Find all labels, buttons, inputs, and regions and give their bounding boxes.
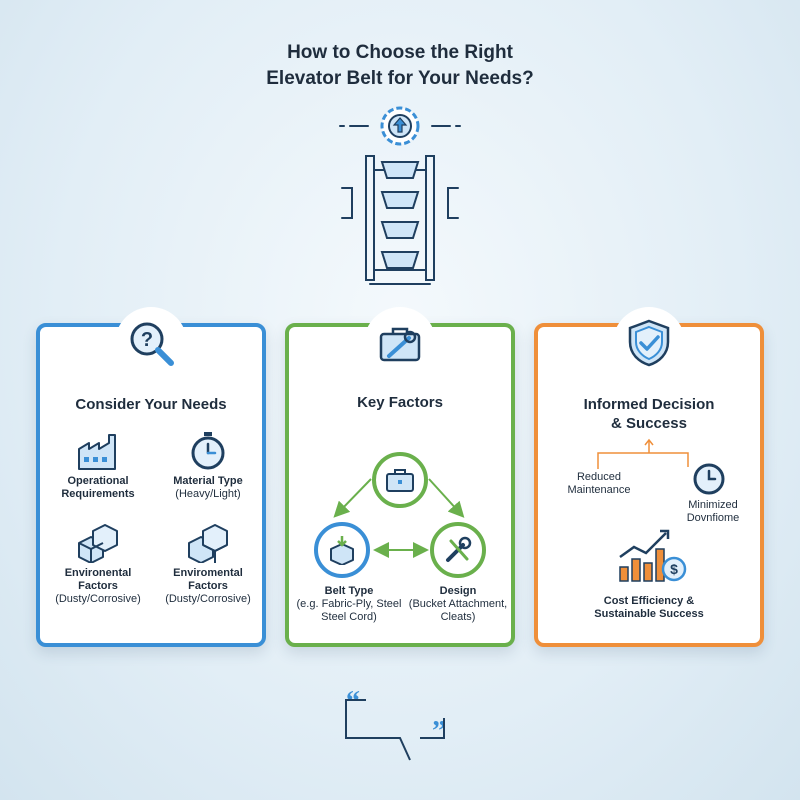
- design-circle: [430, 522, 486, 578]
- item-sublabel: (Heavy/Light): [175, 488, 241, 500]
- needs-badge: ?: [115, 307, 187, 379]
- belt-type-label: Belt Type (e.g. Fabric-Ply, Steel Steel …: [293, 585, 405, 624]
- belt-type-circle: [314, 522, 370, 578]
- item-label: Belt Type: [324, 585, 374, 597]
- svg-text:“: “: [346, 688, 360, 717]
- decision-connector: [597, 438, 689, 469]
- magnifier-question-icon: ?: [130, 322, 174, 366]
- item-sublabel: (e.g. Fabric-Ply, Steel: [296, 598, 402, 610]
- informed-decision-card: Informed Decision & Success Reduced Main…: [534, 307, 764, 647]
- item-label: Operational: [67, 475, 129, 487]
- toolbox-wrench-icon: [379, 327, 421, 362]
- item-sublabel: Steel Cord): [321, 611, 377, 623]
- consider-needs-card: ? Consider Your Needs Operational Requir…: [36, 307, 266, 647]
- factors-badge: [364, 307, 436, 379]
- minimized-downtime: Minimized Dovnfiome: [668, 499, 758, 525]
- item-label: Factors: [78, 580, 118, 592]
- growth-chart-icon: $: [619, 529, 687, 582]
- svg-text:$: $: [670, 561, 678, 577]
- decision-badge: [613, 307, 685, 379]
- design-label: Design (Bucket Attachment, Cleats): [405, 585, 511, 624]
- item-label: Reduced: [576, 471, 622, 483]
- factory-icon: [78, 434, 116, 470]
- decision-title: Informed Decision & Success: [538, 395, 760, 433]
- boxes-icon: [78, 524, 118, 563]
- needs-item-material: Material Type (Heavy/Light): [156, 431, 260, 501]
- shield-check-icon: [628, 319, 670, 367]
- item-label: Material Type: [173, 475, 243, 487]
- factor-connectors: [333, 478, 465, 558]
- page-title: How to Choose the Right Elevator Belt fo…: [0, 40, 800, 92]
- item-label: Cost Efficiency &: [603, 595, 695, 607]
- item-sublabel: Cleats): [440, 611, 476, 623]
- item-label: Enviromental: [173, 567, 243, 579]
- wrench-screwdriver-icon: [446, 536, 472, 562]
- reduced-maintenance: Reduced Maintenance: [552, 471, 646, 497]
- toolbox-circle: [372, 452, 428, 508]
- svg-text:?: ?: [141, 329, 153, 351]
- toolbox-icon: [386, 469, 414, 492]
- clock-icon: [693, 463, 725, 495]
- title-line-1: How to Choose the Right: [287, 42, 513, 63]
- item-label: Requirements: [61, 488, 135, 500]
- item-label: Environental: [64, 567, 132, 579]
- box-down-icon: [330, 536, 354, 565]
- item-sublabel: (Dusty/Corrosive): [165, 593, 251, 605]
- boxes-icon: [188, 524, 228, 563]
- item-sublabel: (Bucket Attachment,: [408, 598, 508, 610]
- cost-efficiency: Cost Efficiency & Sustainable Success: [548, 595, 750, 621]
- svg-text:”: ”: [432, 716, 446, 747]
- item-label: Maintenance: [567, 484, 631, 496]
- needs-item-env-1: Environental Factors (Dusty/Corrosive): [46, 523, 150, 606]
- needs-item-env-2: Enviromental Factors (Dusty/Corrosive): [156, 523, 260, 606]
- item-label: Factors: [188, 580, 228, 592]
- quote-bubble-icon: “ ”: [345, 688, 446, 761]
- decision-title-line-1: Informed Decision: [583, 396, 715, 413]
- decision-title-line-2: & Success: [611, 415, 687, 432]
- stopwatch-icon: [191, 432, 225, 470]
- title-line-2: Elevator Belt for Your Needs?: [266, 68, 534, 89]
- item-label: Design: [439, 585, 477, 597]
- key-factors-card: Key Factors Belt Type: [285, 307, 515, 647]
- item-label: Sustainable Success: [594, 608, 704, 620]
- bucket-elevator-icon: [339, 106, 461, 285]
- needs-item-operational: Operational Requirements: [46, 431, 150, 501]
- item-sublabel: (Dusty/Corrosive): [55, 593, 141, 605]
- item-label: Dovnfiome: [686, 512, 740, 524]
- item-label: Minimized: [688, 499, 738, 511]
- factors-title: Key Factors: [357, 394, 443, 411]
- needs-title: Consider Your Needs: [75, 396, 227, 413]
